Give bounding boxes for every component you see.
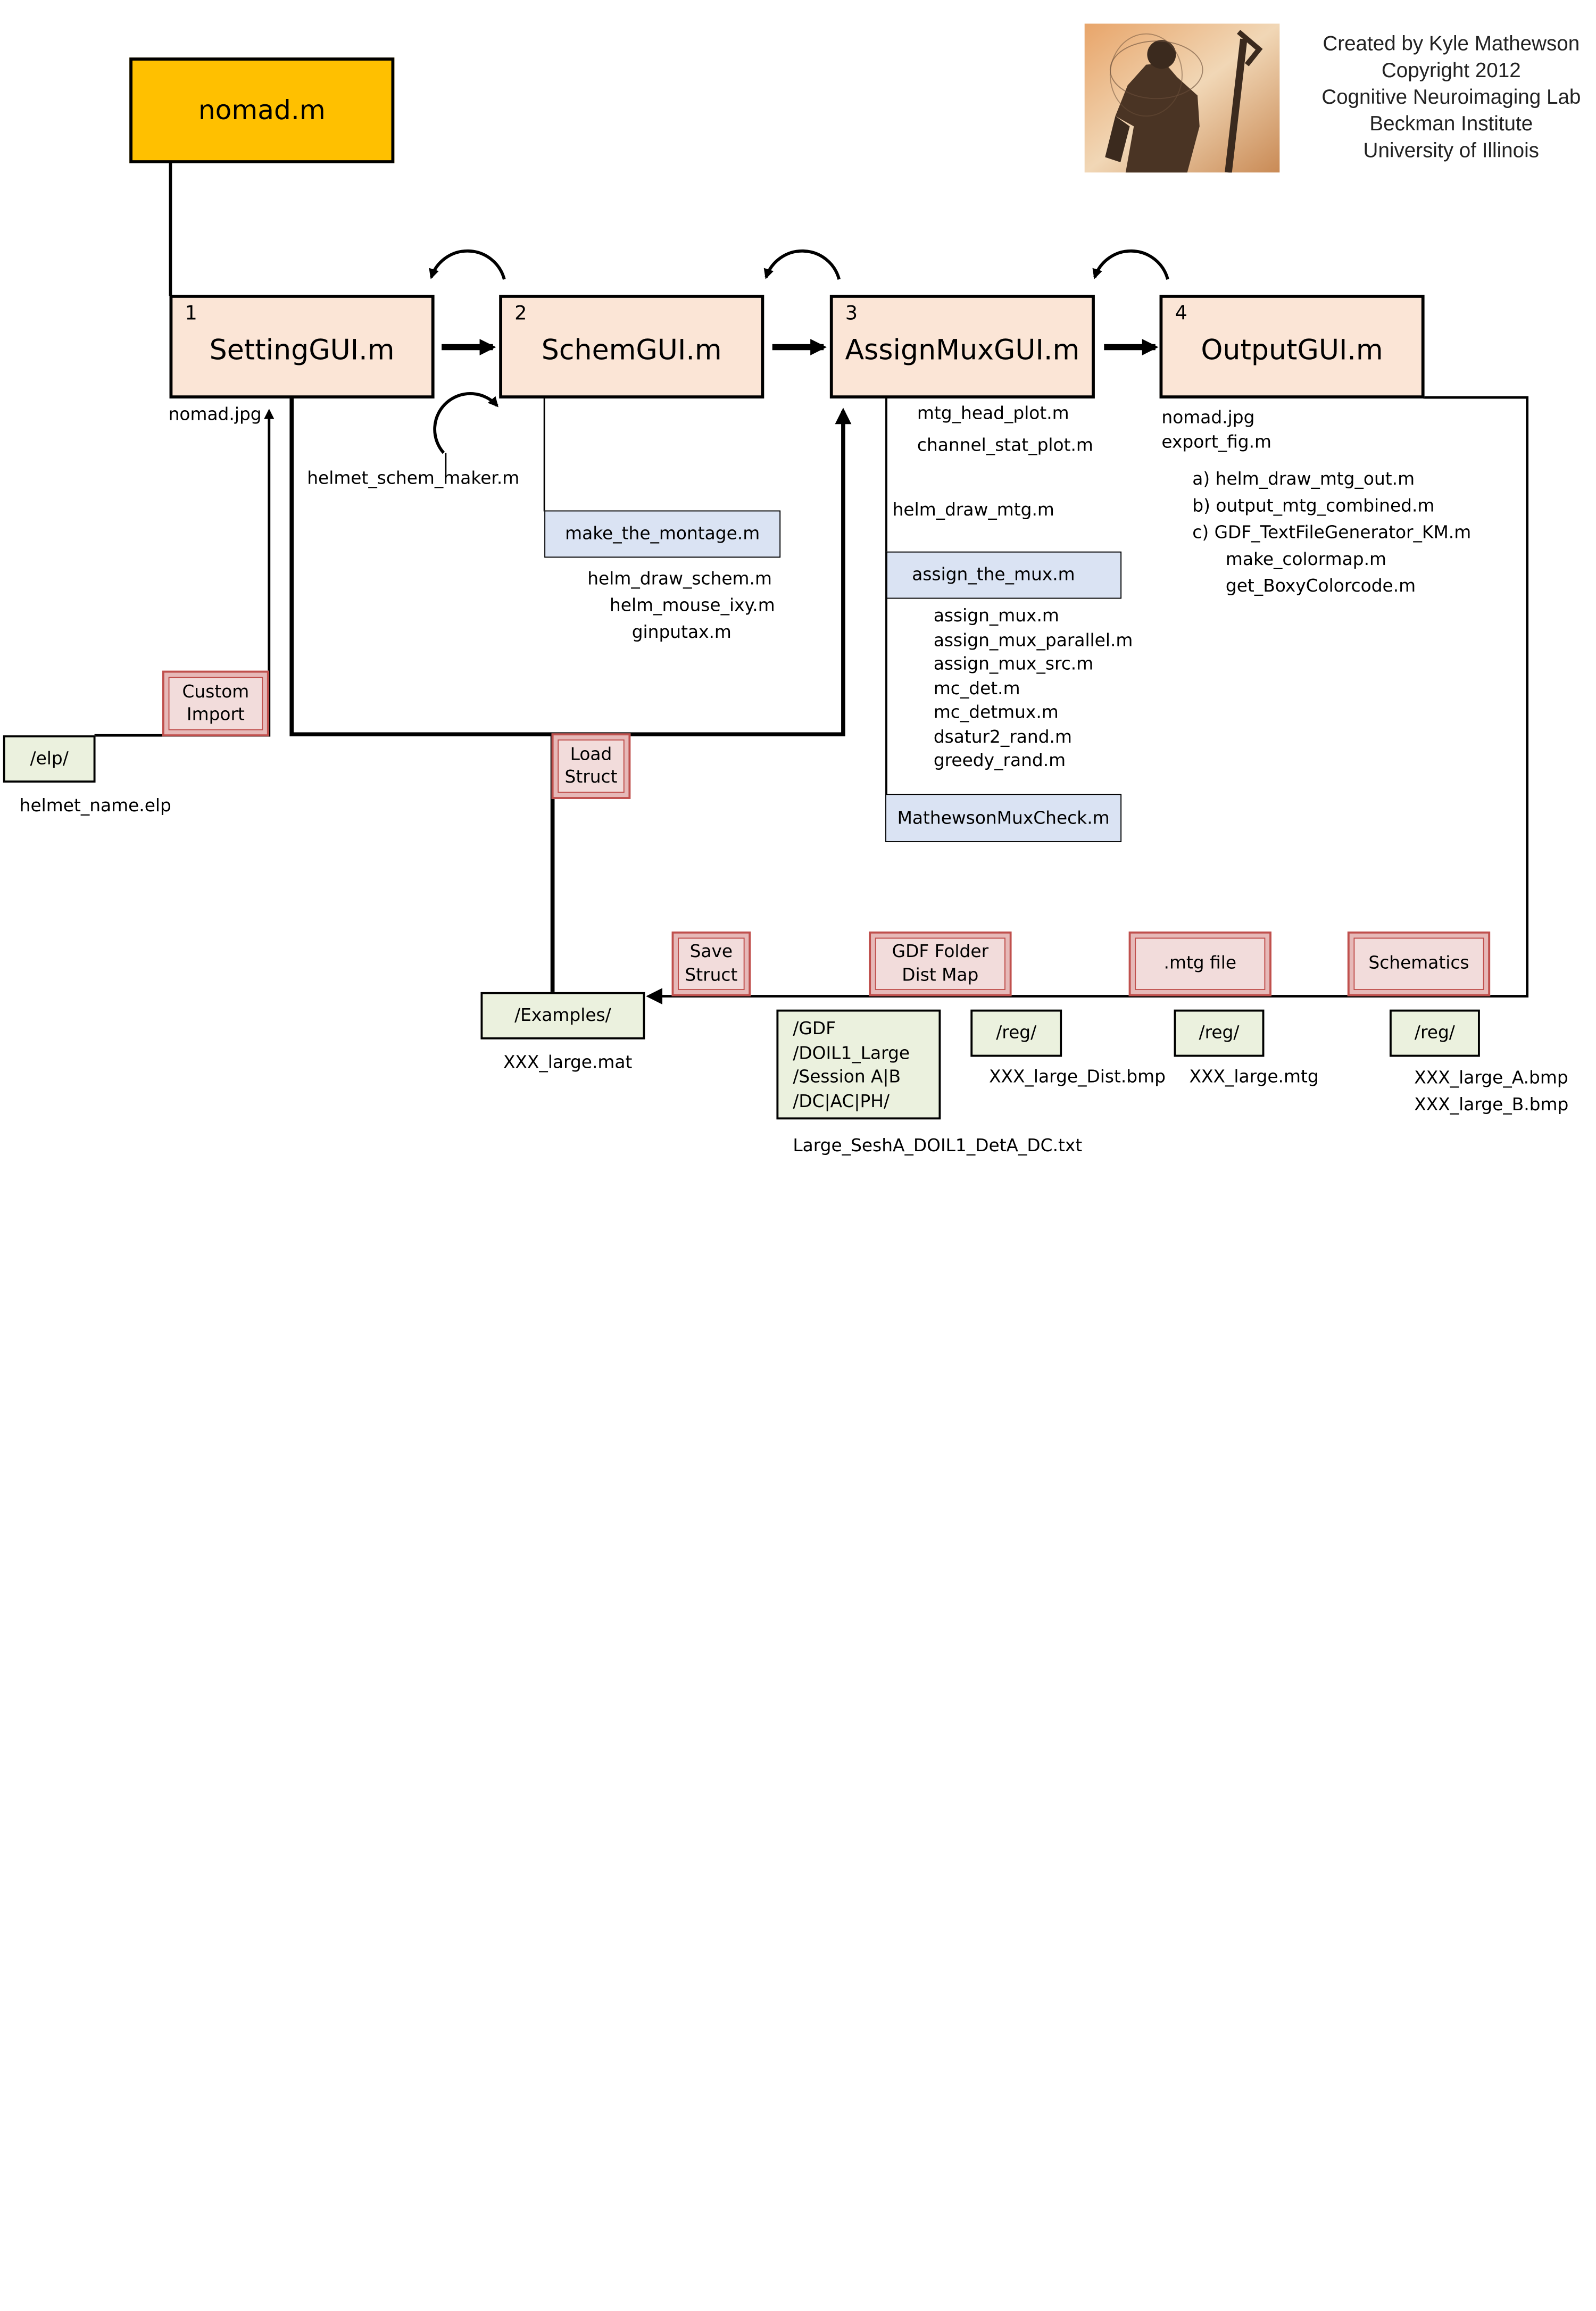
loop-arrow-1 (429, 249, 506, 280)
step-number: 1 (185, 302, 197, 325)
elp-file: helmet_name.elp (19, 796, 171, 817)
credit-text: Created by Kyle Mathewson Copyright 2012… (1321, 32, 1581, 163)
gdf-folder-button[interactable]: GDF Folder Dist Map (869, 931, 1012, 996)
assign-the-mux-box[interactable]: assign_the_mux.m (886, 551, 1122, 599)
schematics-button[interactable]: Schematics (1347, 931, 1491, 996)
gdf-folder[interactable]: /GDF /DOIL1_Large /Session A|B /DC|AC|PH… (776, 1009, 941, 1120)
dist-bmp-file: XXX_large_Dist.bmp (989, 1067, 1166, 1088)
helm-draw-mtg-file: helm_draw_mtg.m (892, 500, 1054, 521)
load-struct-button[interactable]: Load Struct (551, 733, 631, 799)
step-number: 3 (845, 302, 858, 325)
examples-folder[interactable]: /Examples/ (480, 992, 645, 1040)
setting-image-file: nomad.jpg (168, 404, 262, 426)
assign-the-mux-label: assign_the_mux.m (912, 564, 1075, 586)
loop-arrow-2 (763, 249, 841, 280)
circular-arrow (433, 392, 498, 454)
mathewson-mux-check-label: MathewsonMuxCheck.m (897, 808, 1110, 828)
schematic-bmp-files: XXX_large_A.bmp XXX_large_B.bmp (1414, 1068, 1569, 1116)
nomad-label: nomad.m (198, 95, 326, 126)
helmet-schem-maker-file: helmet_schem_maker.m (307, 468, 520, 489)
assign-plot-files: mtg_head_plot.m channel_stat_plot.m (917, 403, 1093, 456)
elp-folder-label: /elp/ (30, 749, 69, 769)
step-schem-gui[interactable]: 2 SchemGUI.m (499, 295, 764, 399)
step-output-gui[interactable]: 4 OutputGUI.m (1159, 295, 1425, 399)
output-line (646, 396, 1529, 1005)
output-files-list: a) helm_draw_mtg_out.m b) output_mtg_com… (1192, 469, 1472, 597)
save-struct-label: Save Struct (685, 942, 738, 986)
make-the-montage-label: make_the_montage.m (565, 523, 760, 545)
schem-files-list: helm_draw_schem.m helm_mouse_ixy.m ginpu… (587, 569, 775, 643)
nomad-photo (1084, 23, 1280, 173)
mux-files-list: assign_mux.m assign_mux_parallel.m assig… (933, 605, 1133, 771)
step-number: 4 (1175, 302, 1187, 325)
mat-file: XXX_large.mat (503, 1052, 633, 1074)
nomad-box[interactable]: nomad.m (129, 57, 395, 163)
schematics-label: Schematics (1368, 953, 1469, 974)
save-struct-button[interactable]: Save Struct (671, 931, 751, 996)
reg-folder-schematics[interactable]: /reg/ (1389, 1009, 1480, 1057)
output-top-files: nomad.jpg export_fig.m (1161, 408, 1272, 453)
mtg-file-button[interactable]: .mtg file (1128, 931, 1271, 996)
step-setting-gui[interactable]: 1 SettingGUI.m (169, 295, 435, 399)
step-title: SchemGUI.m (541, 335, 722, 367)
examples-folder-label: /Examples/ (514, 1005, 611, 1026)
step-title: AssignMuxGUI.m (845, 335, 1080, 367)
mtg-file-label: .mtg file (1163, 953, 1237, 974)
reg-folder-label: /reg/ (996, 1023, 1037, 1044)
custom-import-button[interactable]: Custom Import (162, 670, 269, 737)
reg-folder-dist[interactable]: /reg/ (970, 1009, 1062, 1057)
custom-import-label: Custom Import (182, 681, 250, 725)
reg-folder-mtg[interactable]: /reg/ (1174, 1009, 1265, 1057)
elp-folder[interactable]: /elp/ (3, 735, 96, 783)
reg-folder-label: /reg/ (1414, 1023, 1455, 1044)
step-number: 2 (514, 302, 527, 325)
gdf-txt-file: Large_SeshA_DOIL1_DetA_DC.txt (793, 1136, 1083, 1157)
step-title: OutputGUI.m (1201, 335, 1383, 367)
load-struct-label: Load Struct (564, 744, 618, 788)
mathewson-mux-check-box[interactable]: MathewsonMuxCheck.m (885, 794, 1122, 843)
step-title: SettingGUI.m (209, 335, 395, 367)
step-assign-mux-gui[interactable]: 3 AssignMuxGUI.m (829, 295, 1095, 399)
gdf-folder-label: GDF Folder Dist Map (892, 942, 989, 986)
mtg-out-file: XXX_large.mtg (1189, 1067, 1319, 1088)
reg-folder-label: /reg/ (1199, 1023, 1240, 1044)
gdf-folder-path: /GDF /DOIL1_Large /Session A|B /DC|AC|PH… (793, 1019, 910, 1112)
make-the-montage-box[interactable]: make_the_montage.m (544, 510, 781, 558)
loop-arrow-3 (1092, 249, 1169, 280)
